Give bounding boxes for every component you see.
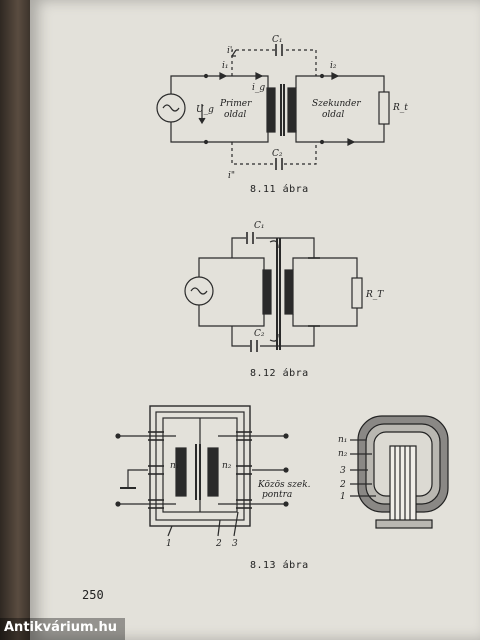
label-side-2: 2 — [339, 480, 346, 490]
label-c1: C₁ — [254, 221, 265, 231]
caption-8-13: 8.13 ábra — [250, 560, 309, 571]
secondary-coil-icon — [287, 87, 297, 133]
label-i-prime: i' — [227, 46, 232, 56]
label-winding-1: 1 — [166, 539, 172, 549]
caption-8-12: 8.12 ábra — [250, 368, 309, 379]
load-resistor-icon — [378, 91, 390, 125]
label-side-3: 3 — [340, 466, 346, 476]
sine-icon — [162, 104, 180, 112]
label-side-1: 1 — [340, 492, 346, 502]
label-pontra: pontra — [262, 490, 292, 500]
watermark: Antikvárium.hu — [0, 618, 125, 640]
label-c2: C₂ — [254, 329, 265, 339]
coil-n2-icon — [207, 447, 219, 497]
load-resistor-icon — [351, 277, 363, 309]
label-primer-oldal: oldal — [224, 110, 246, 120]
label-side-n1: n₁ — [338, 435, 347, 445]
page-number: 250 — [82, 588, 104, 602]
book-page — [30, 0, 480, 640]
figure-8-13 — [115, 405, 289, 537]
label-winding-2: 2 — [215, 539, 222, 549]
figure-8-12 — [184, 232, 363, 352]
label-szekunder-oldal: oldal — [322, 110, 344, 120]
label-rt: R_t — [392, 103, 408, 113]
label-c1: C₁ — [272, 35, 283, 45]
label-side-n2: n₂ — [338, 449, 348, 459]
label-n2: n₂ — [222, 461, 232, 471]
secondary-coil-icon — [284, 269, 294, 315]
label-szekunder: Szekunder — [312, 99, 361, 109]
book-spine — [0, 0, 30, 640]
primary-coil-icon — [262, 269, 272, 315]
sine-icon — [190, 287, 208, 295]
core-cross-section-icon — [350, 415, 449, 529]
label-c2: C₂ — [272, 149, 283, 159]
label-ig: i_g — [252, 83, 265, 93]
label-winding-3: 3 — [232, 539, 238, 549]
caption-8-11: 8.11 ábra — [250, 184, 309, 195]
label-rt: R_T — [365, 290, 384, 300]
primary-coil-icon — [266, 87, 276, 133]
label-n1: n₁ — [170, 461, 179, 471]
label-ug: U_g — [196, 105, 214, 115]
figure-8-11 — [156, 44, 390, 170]
label-i1: i₁ — [222, 61, 229, 71]
label-primer: Primer — [219, 99, 252, 109]
label-kozos: Közös szek. — [257, 480, 311, 490]
label-i-double-prime: i" — [228, 171, 235, 181]
label-i2: i₂ — [330, 61, 337, 71]
coil-n1-icon — [175, 447, 187, 497]
